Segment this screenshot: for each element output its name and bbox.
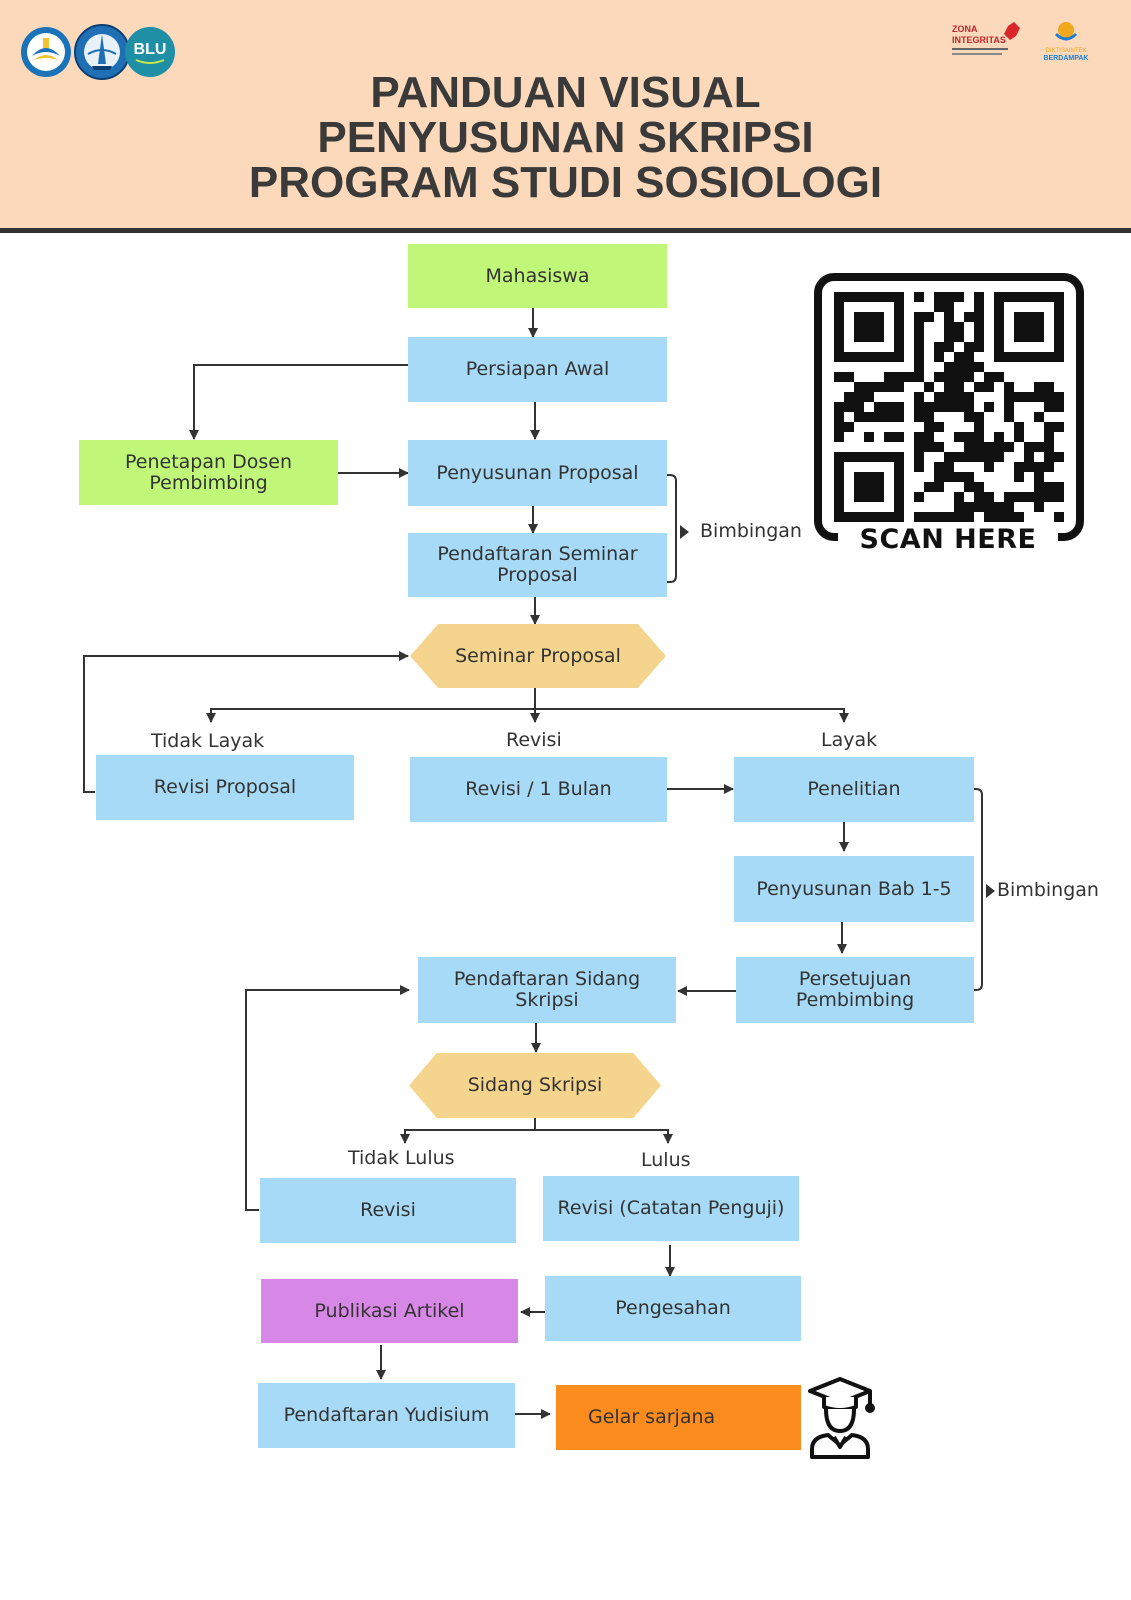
node-mahasiswa: Mahasiswa bbox=[408, 244, 667, 308]
node-persiapan-awal-label: Persiapan Awal bbox=[465, 358, 610, 380]
node-penyusunan-proposal-label: Penyusunan Proposal bbox=[436, 461, 639, 484]
header-banner: BLU ZONA INTEGRITAS DIKTISAINTEK BERDAMP… bbox=[0, 0, 1131, 228]
node-penyusunan-bab-label: Penyusunan Bab 1-5 bbox=[756, 877, 952, 900]
label-bimbingan-2: Bimbingan bbox=[997, 879, 1099, 901]
node-pendaftaran-seminar: Pendaftaran Seminar Proposal bbox=[408, 533, 667, 597]
blu-logo: BLU bbox=[125, 27, 175, 77]
node-penyusunan-bab: Penyusunan Bab 1-5 bbox=[734, 856, 974, 922]
node-pengesahan-label: Pengesahan bbox=[615, 1297, 731, 1319]
label-tidak-lulus: Tidak Lulus bbox=[348, 1147, 455, 1169]
node-pendaftaran-seminar-label: Pendaftaran Seminar Proposal bbox=[437, 543, 638, 586]
node-penelitian-label: Penelitian bbox=[807, 778, 901, 800]
node-persetujuan-pembimbing-label: Persetujuan Pembimbing bbox=[795, 968, 915, 1011]
zona-integritas-logo: ZONA INTEGRITAS bbox=[952, 22, 1020, 55]
label-tidak-layak: Tidak Layak bbox=[151, 730, 265, 752]
node-penyusunan-proposal: Penyusunan Proposal bbox=[408, 440, 667, 506]
node-persiapan-awal: Persiapan Awal bbox=[408, 337, 667, 402]
berdampak-text: BERDAMPAK bbox=[1044, 55, 1089, 62]
node-sidang-skripsi-label: Sidang Skripsi bbox=[467, 1074, 603, 1096]
node-seminar-proposal: Seminar Proposal bbox=[410, 624, 666, 688]
node-pendaftaran-yudisium: Pendaftaran Yudisium bbox=[258, 1383, 515, 1448]
page-title: PANDUAN VISUAL PENYUSUNAN SKRIPSI PROGRA… bbox=[0, 70, 1131, 205]
title-line-3: PROGRAM STUDI SOSIOLOGI bbox=[248, 158, 883, 207]
node-penelitian: Penelitian bbox=[734, 757, 974, 822]
node-revisi: Revisi bbox=[260, 1178, 516, 1243]
node-revisi-proposal-label: Revisi Proposal bbox=[153, 776, 297, 798]
integritas-text: INTEGRITAS bbox=[952, 35, 1006, 45]
node-gelar-sarjana: Gelar sarjana bbox=[556, 1385, 801, 1450]
zona-text: ZONA bbox=[952, 24, 978, 34]
node-revisi-catatan-penguji: Revisi (Catatan Penguji) bbox=[543, 1176, 799, 1241]
node-persetujuan-pembimbing: Persetujuan Pembimbing bbox=[736, 957, 974, 1023]
node-seminar-proposal-label: Seminar Proposal bbox=[455, 644, 621, 667]
node-publikasi-artikel-label: Publikasi Artikel bbox=[314, 1299, 465, 1322]
label-bimbingan-1: Bimbingan bbox=[700, 520, 802, 542]
qr-code-icon[interactable] bbox=[834, 292, 1064, 522]
node-gelar-sarjana-label: Gelar sarjana bbox=[588, 1406, 716, 1428]
node-pendaftaran-sidang-label: Pendaftaran Sidang Skripsi bbox=[453, 968, 641, 1011]
kemdikbud-logo bbox=[21, 27, 71, 77]
node-publikasi-artikel: Publikasi Artikel bbox=[261, 1279, 518, 1343]
node-pengesahan: Pengesahan bbox=[545, 1276, 801, 1341]
node-revisi-label: Revisi bbox=[360, 1199, 416, 1221]
node-pendaftaran-sidang: Pendaftaran Sidang Skripsi bbox=[418, 957, 676, 1023]
node-penetapan-dosen-label: Penetapan Dosen Pembimbing bbox=[125, 450, 292, 494]
header-divider bbox=[0, 228, 1131, 233]
diktisaintek-text: DIKTISAINTEK bbox=[1045, 48, 1086, 54]
label-revisi-branch: Revisi bbox=[506, 729, 562, 751]
node-penetapan-dosen: Penetapan Dosen Pembimbing bbox=[79, 440, 338, 505]
diktisaintek-berdampak-logo: DIKTISAINTEK BERDAMPAK bbox=[1044, 22, 1089, 62]
graduate-icon bbox=[808, 1377, 875, 1459]
scan-here-label: SCAN HERE bbox=[838, 522, 1058, 558]
node-mahasiswa-label: Mahasiswa bbox=[485, 264, 590, 287]
node-revisi-1-bulan: Revisi / 1 Bulan bbox=[410, 757, 667, 822]
node-sidang-skripsi: Sidang Skripsi bbox=[409, 1053, 661, 1118]
node-pendaftaran-yudisium-label: Pendaftaran Yudisium bbox=[283, 1404, 490, 1426]
title-line-2: PENYUSUNAN SKRIPSI bbox=[317, 113, 814, 162]
node-revisi-proposal: Revisi Proposal bbox=[96, 755, 354, 820]
label-lulus: Lulus bbox=[641, 1149, 691, 1171]
node-revisi-1-bulan-label: Revisi / 1 Bulan bbox=[465, 778, 612, 800]
universitas-bangka-belitung-logo bbox=[74, 24, 130, 80]
title-line-1: PANDUAN VISUAL bbox=[370, 68, 761, 117]
blu-logo-text: BLU bbox=[134, 41, 167, 58]
label-layak: Layak bbox=[821, 729, 878, 751]
node-revisi-catatan-penguji-label: Revisi (Catatan Penguji) bbox=[557, 1197, 785, 1219]
